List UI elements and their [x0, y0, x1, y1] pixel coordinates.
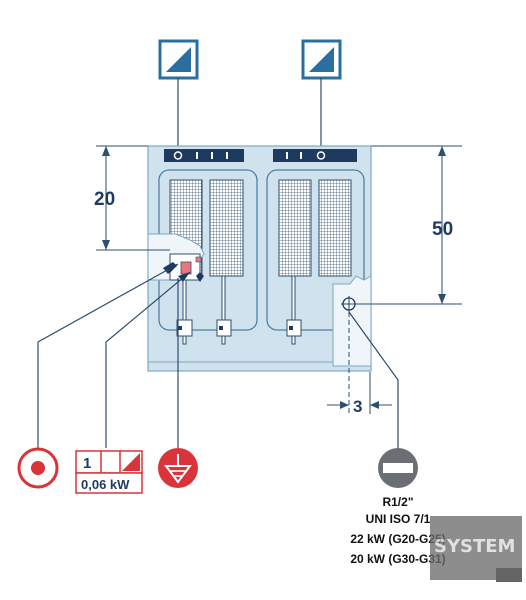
- voltage-icon-right: [301, 39, 342, 80]
- basket-3: [278, 179, 312, 277]
- watermark: SYSTEM: [430, 516, 522, 582]
- dimension-left: [96, 145, 170, 251]
- appliance-body: [147, 145, 372, 372]
- equipotential-icon: [158, 448, 198, 488]
- leader-line-power: [105, 271, 191, 448]
- power-rating-box: [75, 450, 143, 494]
- leader-line-gas: [348, 311, 399, 448]
- control-strip-right: [273, 149, 357, 162]
- gas-thread-label: R1/2": [382, 495, 413, 509]
- dimension-left-label: 20: [94, 189, 115, 210]
- electrical-connection-icon: [17, 447, 59, 489]
- basket-2: [209, 179, 244, 277]
- basket-4: [318, 179, 352, 277]
- gas-power-g30-label: 20 kW (G30-G31): [350, 552, 445, 566]
- dimension-bottom: [327, 312, 392, 414]
- gas-power-g20-label: 22 kW (G20-G25): [350, 532, 445, 546]
- gas-inlet-icon: [378, 448, 418, 488]
- voltage-icon-left: [158, 39, 199, 80]
- dimension-bottom-label: 3: [353, 397, 362, 416]
- control-strip-left: [164, 149, 244, 162]
- phase-label: 1: [83, 455, 91, 472]
- power-label: 0,06 kW: [81, 477, 130, 492]
- dimension-right-label: 50: [432, 219, 453, 240]
- leader-line-electrical: [37, 263, 179, 448]
- watermark-text: SYSTEM: [434, 536, 515, 557]
- gas-standard-label: UNI ISO 7/1: [366, 512, 431, 526]
- dimension-right: [349, 145, 462, 305]
- fry-well-right: [266, 169, 365, 331]
